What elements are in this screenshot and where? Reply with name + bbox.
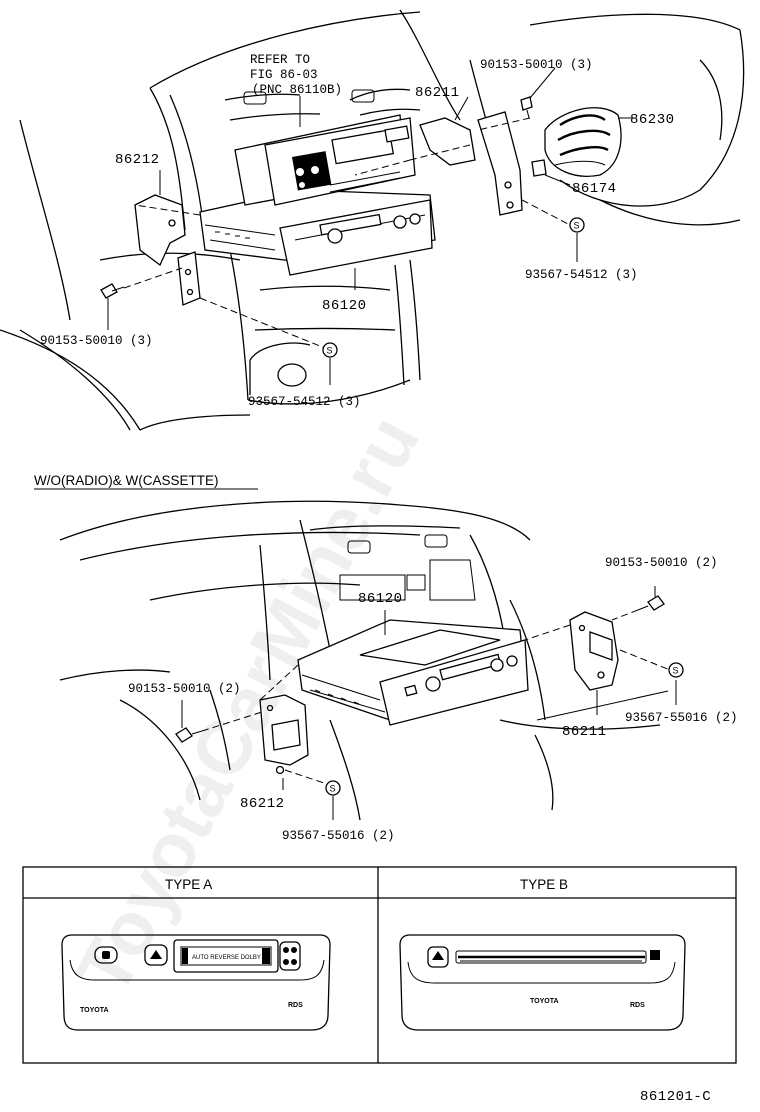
label-top-86211: 86211 bbox=[415, 85, 460, 101]
middle-bracket-86211 bbox=[569, 611, 619, 691]
label-top-86120: 86120 bbox=[322, 298, 367, 314]
label-mid-screw-right: 93567-55016 (2) bbox=[625, 711, 738, 725]
middle-leaders bbox=[181, 586, 677, 820]
middle-labels: 90153-50010 (2) 86120 90153-50010 (2) 93… bbox=[128, 556, 738, 843]
top-bolts bbox=[100, 96, 533, 299]
top-bracket-86212 bbox=[134, 194, 201, 306]
middle-bracket-86212 bbox=[259, 694, 309, 775]
type-b-title: TYPE B bbox=[520, 877, 568, 892]
middle-screw-symbols: S S bbox=[325, 662, 684, 796]
middle-dashboard-outline bbox=[59, 500, 661, 821]
type-b-logo: RDS bbox=[630, 1002, 645, 1009]
type-a-window-text: AUTO REVERSE DOLBY bbox=[192, 955, 261, 961]
top-bracket-86211 bbox=[419, 111, 523, 216]
figure-id: 861201-C bbox=[640, 1089, 711, 1105]
middle-bolts bbox=[175, 595, 665, 743]
top-refer-unit bbox=[234, 114, 416, 206]
label-top-bolt-right: 90153-50010 (3) bbox=[480, 58, 593, 72]
label-mid-86212: 86212 bbox=[240, 796, 285, 812]
refer-note-line3: (PNC 86110B) bbox=[252, 83, 342, 97]
label-top-screw-right: 93567-54512 (3) bbox=[525, 268, 638, 282]
label-mid-bolt-right: 90153-50010 (2) bbox=[605, 556, 718, 570]
label-top-86212: 86212 bbox=[115, 152, 160, 168]
top-head-unit-86120 bbox=[199, 189, 436, 276]
section-heading: W/O(RADIO)& W(CASSETTE) bbox=[34, 473, 258, 490]
label-mid-bolt-left: 90153-50010 (2) bbox=[128, 682, 241, 696]
type-a-logo: RDS bbox=[288, 1002, 303, 1009]
top-leaders bbox=[107, 67, 632, 385]
type-b-faceplate: TOYOTA RDS bbox=[399, 934, 686, 1031]
label-top-bolt-left: 90153-50010 (3) bbox=[40, 334, 153, 348]
refer-note-line1: REFER TO bbox=[250, 53, 310, 67]
top-labels: REFER TO FIG 86-03 (PNC 86110B) 86212 86… bbox=[40, 53, 675, 409]
top-screw-symbols: S S bbox=[322, 217, 585, 358]
screw-symbol-top-left: S bbox=[327, 346, 333, 356]
top-switch-86230 bbox=[544, 107, 622, 177]
top-clip-86174 bbox=[531, 159, 547, 177]
middle-head-unit-86120 bbox=[297, 619, 529, 726]
screw-symbol-mid-bottom: S bbox=[330, 784, 336, 794]
label-top-screw-left: 93567-54512 (3) bbox=[248, 395, 361, 409]
type-b-brand: TOYOTA bbox=[530, 998, 559, 1005]
type-table: TYPE A TYPE B bbox=[22, 866, 737, 1064]
label-top-86174: 86174 bbox=[572, 181, 617, 197]
type-a-brand: TOYOTA bbox=[80, 1007, 109, 1014]
type-a-title: TYPE A bbox=[165, 877, 212, 892]
type-a-faceplate: AUTO REVERSE DOLBY TOYOTA RDS bbox=[61, 934, 331, 1031]
heading-wo-radio-w-cassette: W/O(RADIO)& W(CASSETTE) bbox=[34, 473, 219, 488]
label-top-86230: 86230 bbox=[630, 112, 675, 128]
label-mid-screw-bottom: 93567-55016 (2) bbox=[282, 829, 395, 843]
label-mid-86211: 86211 bbox=[562, 724, 607, 740]
refer-note-line2: FIG 86-03 bbox=[250, 68, 318, 82]
label-mid-86120: 86120 bbox=[358, 591, 403, 607]
screw-symbol-mid-right: S bbox=[673, 666, 679, 676]
screw-symbol-top-right: S bbox=[574, 221, 580, 231]
